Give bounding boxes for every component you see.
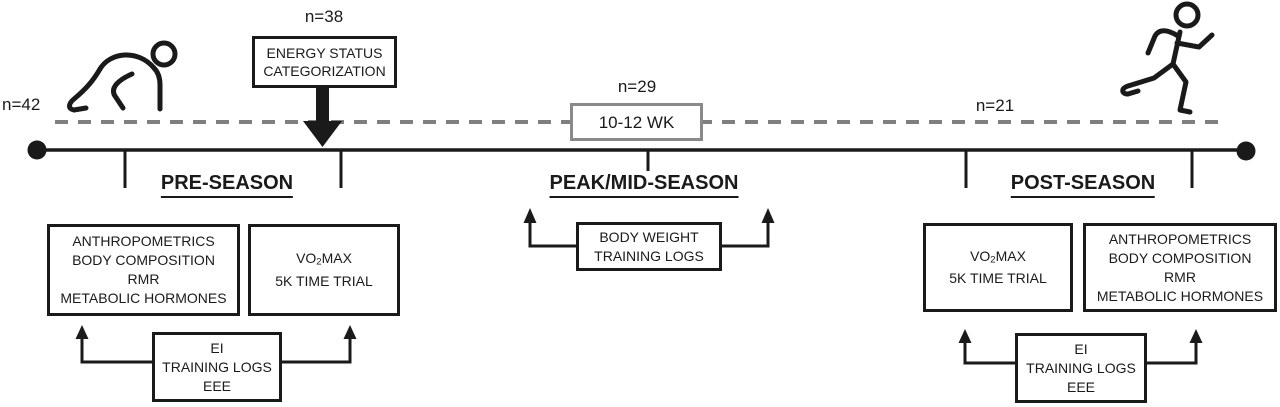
post-logs-line1: EI — [1074, 340, 1088, 357]
post-anthropometrics-box: ANTHROPOMETRICS BODY COMPOSITION RMR MET… — [1083, 223, 1277, 312]
crouching-sprinter-icon — [67, 40, 178, 113]
pre-logs-right-arrowhead — [343, 325, 357, 339]
post-anthro-line1: ANTHROPOMETRICS — [1108, 230, 1252, 247]
post-training-logs-box: EI TRAINING LOGS EEE — [1015, 333, 1147, 403]
pre-5k-line: 5K TIME TRIAL — [275, 272, 373, 289]
peak-mid-season-label: PEAK/MID-SEASON — [549, 172, 739, 198]
pre-vo2max-line: VO2MAX — [296, 250, 352, 268]
n21-label: n=21 — [975, 96, 1015, 115]
timeline-end-dot — [1236, 141, 1256, 161]
pre-anthro-line3: RMR — [127, 271, 160, 287]
pre-logs-left-arrowhead — [75, 325, 89, 339]
mid-logs-left-connector — [528, 221, 576, 248]
post-anthro-line4: METABOLIC HORMONES — [1096, 287, 1264, 304]
pre-training-logs-box: EI TRAINING LOGS EEE — [152, 332, 282, 402]
post-logs-right-arrowhead — [1189, 329, 1203, 343]
mid-logs-left-arrowhead — [523, 208, 537, 223]
post-5k-line: 5K TIME TRIAL — [949, 270, 1047, 287]
pre-logs-line2: TRAINING LOGS — [162, 358, 272, 375]
post-performance-box: VO2MAX 5K TIME TRIAL — [923, 223, 1073, 312]
post-vo2max-line: VO2MAX — [970, 247, 1026, 266]
mid-logs-line2: TRAINING LOGS — [594, 247, 704, 264]
pre-logs-line3: EEE — [202, 377, 231, 394]
n42-label: n=42 — [2, 95, 41, 114]
pre-anthro-line4: METABOLIC HORMONES — [60, 290, 227, 306]
duration-label: 10-12 WK — [598, 112, 675, 132]
post-logs-left-arrowhead — [958, 329, 972, 343]
mid-logs-line1: BODY WEIGHT — [599, 228, 699, 245]
pre-logs-line1: EI — [210, 339, 224, 356]
energy-status-box: ENERGY STATUS CATEGORIZATION — [252, 36, 397, 88]
pre-anthro-line1: ANTHROPOMETRICS — [72, 233, 215, 249]
energy-status-line2: CATEGORIZATION — [263, 63, 386, 79]
timeline-start-dot — [27, 140, 47, 160]
n38-label: n=38 — [304, 7, 344, 26]
post-logs-right-connector — [1147, 341, 1198, 365]
pre-performance-box: VO2MAX 5K TIME TRIAL — [248, 224, 400, 316]
pre-season-label: PRE-SEASON — [160, 172, 294, 198]
energy-status-down-arrow — [303, 87, 342, 147]
pre-logs-right-connector — [282, 337, 352, 364]
n29-label: n=29 — [617, 77, 657, 96]
mid-logs-right-connector — [722, 221, 770, 248]
mid-logs-right-arrowhead — [761, 208, 775, 223]
pre-logs-left-connector — [80, 337, 152, 364]
post-anthro-line2: BODY COMPOSITION — [1108, 249, 1252, 266]
running-person-icon — [1120, 1, 1215, 115]
post-season-label: POST-SEASON — [1010, 172, 1156, 198]
post-logs-line2: TRAINING LOGS — [1026, 359, 1136, 376]
post-anthro-line3: RMR — [1164, 268, 1196, 285]
energy-status-line1: ENERGY STATUS — [266, 45, 383, 61]
duration-box: 10-12 WK — [570, 103, 703, 141]
mid-body-weight-box: BODY WEIGHT TRAINING LOGS — [576, 222, 722, 271]
post-logs-line3: EEE — [1066, 378, 1095, 395]
post-logs-left-connector — [963, 341, 1015, 365]
pre-anthropometrics-box: ANTHROPOMETRICS BODY COMPOSITION RMR MET… — [47, 224, 240, 316]
pre-anthro-line2: BODY COMPOSITION — [72, 252, 215, 268]
